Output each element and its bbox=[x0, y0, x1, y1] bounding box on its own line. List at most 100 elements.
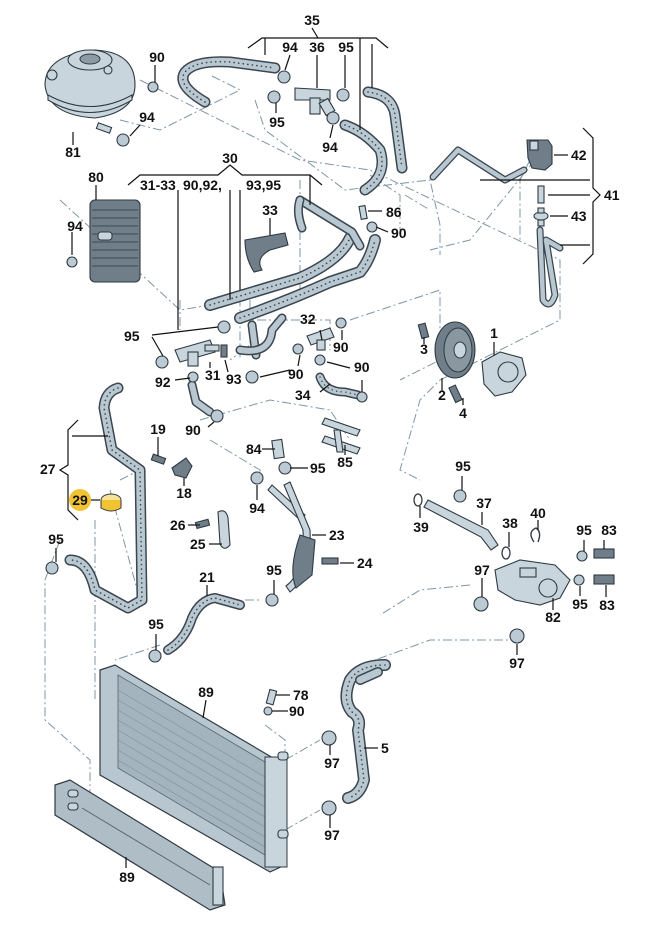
callout-32[interactable]: 32 bbox=[300, 311, 316, 327]
callout-95-top-right[interactable]: 95 bbox=[338, 39, 354, 55]
callout-4[interactable]: 4 bbox=[459, 405, 467, 421]
callout-34[interactable]: 34 bbox=[295, 387, 311, 403]
part-82-thermostat-housing[interactable] bbox=[494, 559, 571, 606]
part-42-valve[interactable] bbox=[526, 139, 553, 171]
part-29-highlight-badge[interactable] bbox=[69, 489, 91, 511]
clamp-95-top[interactable] bbox=[267, 90, 281, 104]
callout-94-top[interactable]: 94 bbox=[282, 39, 298, 55]
callout-36[interactable]: 36 bbox=[309, 39, 325, 55]
clamp-95-left-b[interactable] bbox=[155, 355, 169, 369]
callout-95-83b[interactable]: 95 bbox=[572, 596, 588, 612]
callout-95-top[interactable]: 95 bbox=[269, 114, 285, 130]
hose-34[interactable] bbox=[315, 372, 363, 400]
callout-83b[interactable]: 83 bbox=[599, 597, 615, 613]
hose-41-line[interactable] bbox=[429, 146, 564, 308]
clamp-97-a[interactable] bbox=[473, 596, 489, 612]
clamp-90-mid[interactable] bbox=[292, 343, 304, 355]
part-89-lower-cooler[interactable] bbox=[54, 779, 226, 911]
part-80-oil-cooler[interactable] bbox=[89, 199, 141, 283]
callout-84[interactable]: 84 bbox=[246, 441, 262, 457]
part-89-radiator[interactable] bbox=[99, 664, 289, 873]
callout-42[interactable]: 42 bbox=[571, 147, 587, 163]
clamp-90-78[interactable] bbox=[263, 706, 273, 716]
hose-21[interactable] bbox=[163, 593, 245, 655]
clamp-95-27[interactable] bbox=[45, 561, 59, 575]
part-37-coolant-pipe[interactable] bbox=[423, 499, 499, 551]
callout-97-c[interactable]: 97 bbox=[324, 755, 340, 771]
callout-90-tank[interactable]: 90 bbox=[149, 49, 165, 65]
clamp-94-tank[interactable] bbox=[116, 133, 130, 147]
part-32-connector[interactable] bbox=[306, 327, 335, 351]
callout-94-cooler[interactable]: 94 bbox=[67, 218, 83, 234]
part-92-hose-small[interactable] bbox=[187, 380, 215, 417]
part-18-bracket[interactable] bbox=[171, 457, 193, 479]
part-39-o-ring[interactable] bbox=[413, 493, 423, 507]
part-1-water-pump[interactable] bbox=[481, 351, 527, 397]
part-25-gasket[interactable] bbox=[217, 510, 231, 549]
callout-90-right[interactable]: 90 bbox=[354, 359, 370, 375]
part-83-hose-lower[interactable] bbox=[593, 574, 615, 585]
callout-92[interactable]: 92 bbox=[155, 374, 171, 390]
clamp-95-left-a[interactable] bbox=[217, 320, 231, 334]
callout-86[interactable]: 86 bbox=[386, 204, 402, 220]
part-23-metal-pipe[interactable] bbox=[267, 481, 316, 593]
clamp-90-low[interactable] bbox=[210, 409, 224, 423]
clamp-97-d[interactable] bbox=[321, 800, 337, 816]
callout-95-27[interactable]: 95 bbox=[48, 531, 64, 547]
part-83-hose-upper[interactable] bbox=[593, 548, 615, 559]
clamp-95-21[interactable] bbox=[148, 649, 162, 663]
callout-23[interactable]: 23 bbox=[329, 527, 345, 543]
callout-2[interactable]: 2 bbox=[438, 387, 446, 403]
hose-30-assembly[interactable] bbox=[204, 195, 381, 360]
part-24-bolt[interactable] bbox=[321, 557, 339, 565]
callout-94-top-right[interactable]: 94 bbox=[322, 139, 338, 155]
callout-89-lower[interactable]: 89 bbox=[119, 869, 135, 885]
callout-97-d[interactable]: 97 bbox=[324, 827, 340, 843]
callout-78[interactable]: 78 bbox=[293, 687, 309, 703]
callout-40[interactable]: 40 bbox=[530, 505, 546, 521]
part-84-pipe-stub[interactable] bbox=[271, 438, 285, 460]
clamp-90-34[interactable] bbox=[356, 391, 368, 403]
part-19-bolt[interactable] bbox=[150, 453, 167, 465]
callout-24[interactable]: 24 bbox=[357, 555, 373, 571]
hose-5[interactable] bbox=[340, 659, 391, 804]
callout-93[interactable]: 93 bbox=[226, 371, 242, 387]
callout-90-32[interactable]: 90 bbox=[333, 339, 349, 355]
callout-33[interactable]: 33 bbox=[262, 202, 278, 218]
clamp-97-b[interactable] bbox=[509, 628, 525, 644]
callout-37[interactable]: 37 bbox=[476, 495, 492, 511]
clamp-94-23[interactable] bbox=[250, 471, 264, 485]
callout-80[interactable]: 80 bbox=[88, 169, 104, 185]
callout-39[interactable]: 39 bbox=[413, 519, 429, 535]
group-label-41[interactable]: 41 bbox=[604, 187, 620, 203]
callout-95-23[interactable]: 95 bbox=[266, 562, 282, 578]
callout-26[interactable]: 26 bbox=[170, 517, 186, 533]
callout-95-37[interactable]: 95 bbox=[455, 458, 471, 474]
callout-5[interactable]: 5 bbox=[381, 740, 389, 756]
clamp-92[interactable] bbox=[187, 371, 199, 383]
part-3-bolt[interactable] bbox=[417, 322, 430, 340]
callout-90-low[interactable]: 90 bbox=[185, 422, 201, 438]
part-40-retaining-clip[interactable] bbox=[530, 527, 541, 543]
callout-81[interactable]: 81 bbox=[65, 144, 81, 160]
callout-31[interactable]: 31 bbox=[205, 367, 221, 383]
callout-82[interactable]: 82 bbox=[545, 609, 561, 625]
callout-43[interactable]: 43 bbox=[571, 208, 587, 224]
callout-25[interactable]: 25 bbox=[190, 536, 206, 552]
part-78-vent-fitting[interactable] bbox=[265, 688, 278, 706]
clamp-95-37[interactable] bbox=[453, 489, 467, 503]
clamp-90-right[interactable] bbox=[314, 354, 326, 366]
clamp-90-32[interactable] bbox=[335, 317, 347, 329]
clamp-95-23[interactable] bbox=[265, 593, 279, 607]
part-43-check-valve[interactable] bbox=[533, 207, 549, 227]
part-31-t-piece[interactable] bbox=[174, 339, 220, 367]
part-33-bracket[interactable] bbox=[244, 232, 289, 273]
callout-19[interactable]: 19 bbox=[150, 421, 166, 437]
part-81-expansion-tank[interactable] bbox=[44, 49, 136, 134]
clamp-94-cooler[interactable] bbox=[66, 256, 78, 268]
callout-95-21[interactable]: 95 bbox=[148, 616, 164, 632]
clamp-95-83b[interactable] bbox=[573, 574, 585, 586]
callout-90-78[interactable]: 90 bbox=[289, 703, 305, 719]
callout-89-radiator[interactable]: 89 bbox=[198, 684, 214, 700]
callout-95-83a[interactable]: 95 bbox=[576, 522, 592, 538]
